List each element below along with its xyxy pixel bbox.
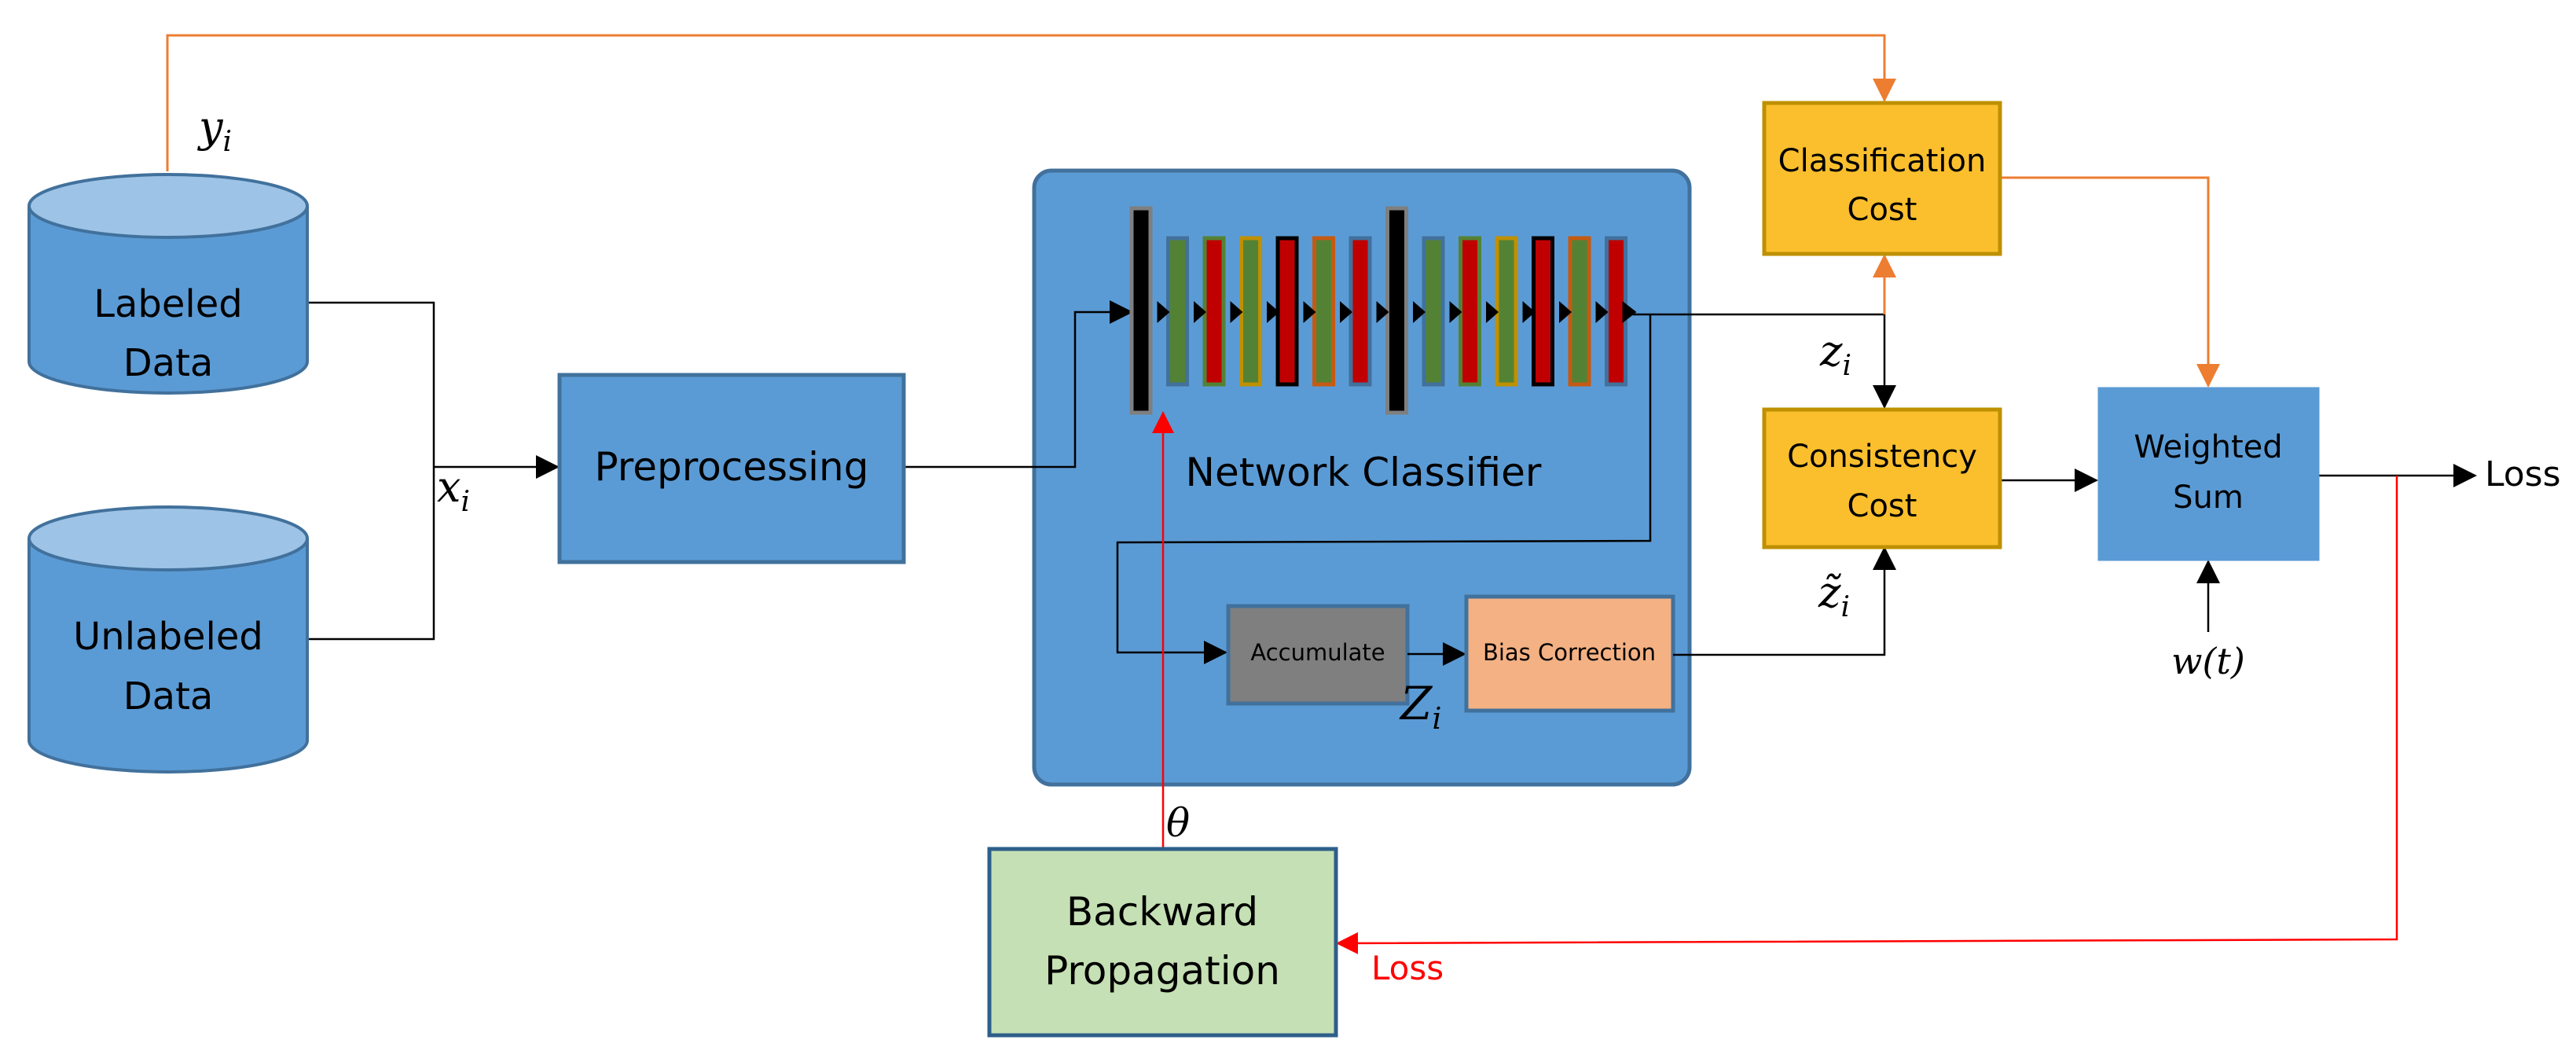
- preprocessing-box: [557, 373, 906, 564]
- symbol-z-tilde-i: z̃i: [1818, 568, 1850, 623]
- layer-arrow-icon: [1194, 301, 1206, 323]
- edge-loss-to-backward-propagation: [1336, 476, 2398, 954]
- layer-arrow-icon: [1413, 301, 1426, 323]
- edge-labels-to-classification-cost: [166, 34, 1896, 171]
- edge-preprocessing-to-network: [904, 300, 1133, 469]
- network-layer: [1532, 236, 1554, 387]
- network-layer: [1129, 206, 1153, 415]
- consistency-cost-label-line2: Cost: [1848, 488, 1917, 524]
- symbol-w-t: w(t): [2171, 640, 2245, 682]
- labeled-data-label-line1: Labeled: [94, 282, 243, 326]
- weighted-sum-label-line1: Weighted: [2134, 429, 2282, 465]
- weighted-sum-label-line2: Sum: [2173, 480, 2244, 516]
- edge-network-to-accumulate: [1116, 314, 1652, 664]
- network-layer: [1349, 236, 1372, 387]
- layer-arrow-icon: [1157, 301, 1170, 323]
- network-layer: [1459, 236, 1481, 387]
- layer-arrow-icon: [1340, 301, 1352, 323]
- network-layer: [1422, 236, 1445, 387]
- output-arrow-icon: [1622, 301, 1637, 323]
- layer-arrow-icon: [1595, 301, 1609, 323]
- loss-feedback-label: Loss: [1371, 949, 1444, 987]
- bias-correction-box: [1464, 594, 1675, 713]
- symbol-theta: θ: [1166, 800, 1190, 846]
- labeled-data-cylinder: [28, 173, 309, 395]
- network-layer: [1568, 236, 1591, 387]
- layer-arrow-icon: [1376, 301, 1389, 323]
- unlabeled-data-label-line1: Unlabeled: [73, 615, 263, 659]
- network-layers: [1129, 206, 1637, 415]
- backward-propagation-label-line2: Propagation: [1044, 948, 1280, 994]
- edge-labeled-to-junction: [309, 301, 435, 641]
- layer-arrow-icon: [1486, 301, 1499, 323]
- consistency-cost-box: [1762, 407, 2002, 549]
- consistency-cost-label-line1: Consistency: [1787, 439, 1977, 475]
- network-layer: [1239, 236, 1262, 387]
- classification-cost-label-line1: Classification: [1778, 143, 1987, 179]
- layer-arrow-icon: [1449, 301, 1462, 323]
- classification-cost-label-line2: Cost: [1848, 192, 1917, 228]
- weighted-sum-box: [2097, 387, 2320, 561]
- symbol-y-i: yi: [197, 102, 232, 158]
- symbol-z-i: zi: [1819, 326, 1851, 382]
- loss-output-label: Loss: [2485, 454, 2561, 494]
- classification-cost-box: [1762, 101, 2002, 256]
- edge-bias-correction-to-consistency-cost: [1673, 546, 1896, 656]
- preprocessing-label: Preprocessing: [595, 444, 869, 490]
- network-layer: [1202, 236, 1226, 387]
- network-layer: [1495, 236, 1518, 387]
- backward-propagation-label-line1: Backward: [1066, 889, 1258, 935]
- network-layer: [1166, 236, 1189, 387]
- layer-arrow-icon: [1303, 301, 1316, 323]
- network-layer: [1275, 236, 1299, 387]
- backward-propagation-box: [987, 847, 1338, 1038]
- unlabeled-data-cylinder: [28, 505, 309, 774]
- bias-correction-label: Bias Correction: [1483, 639, 1656, 666]
- accumulate-label: Accumulate: [1250, 639, 1385, 666]
- layer-arrow-icon: [1522, 301, 1536, 323]
- layer-arrow-icon: [1267, 301, 1279, 323]
- network-layer: [1312, 236, 1335, 387]
- network-layer: [1385, 206, 1408, 415]
- symbol-x-i: xi: [437, 462, 470, 518]
- unlabeled-data-label-line2: Data: [123, 674, 214, 718]
- edge-classification-cost-to-weighted-sum: [2000, 176, 2220, 388]
- layer-arrow-icon: [1230, 301, 1243, 323]
- layer-arrow-icon: [1559, 301, 1572, 323]
- network-classifier-label: Network Classifier: [1186, 450, 1542, 495]
- symbol-Z-i: Zi: [1399, 677, 1441, 736]
- labeled-data-label-line2: Data: [123, 341, 214, 385]
- accumulate-box: [1226, 604, 1410, 706]
